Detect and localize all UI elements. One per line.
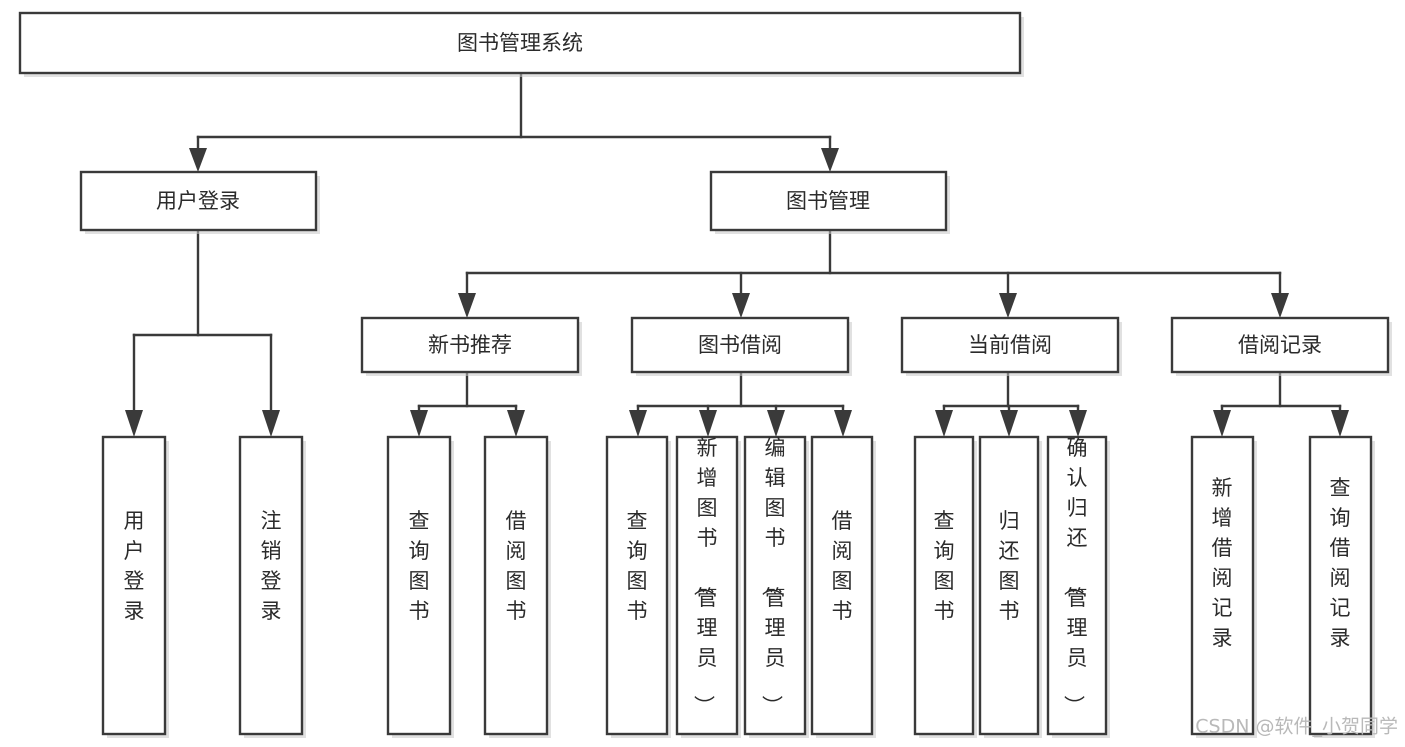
leaf-node-cb-return-book[interactable]: 归还图书 — [978, 435, 1042, 738]
node-current-borrow-label: 当前借阅 — [968, 333, 1052, 357]
node-new-book-rect[interactable] — [360, 316, 580, 374]
node-book-borrow-rect[interactable] — [630, 316, 850, 374]
leaf-bb-add-label: 新增图书（管理员） — [692, 436, 718, 716]
node-user-login-rect[interactable] — [79, 170, 318, 232]
leaf-br-query-label: 查询借阅记录 — [1330, 476, 1351, 650]
node-borrow-record-label: 借阅记录 — [1238, 333, 1322, 357]
leaf-cb-return-label: 归还图书 — [999, 509, 1020, 623]
leaf-bb-edit-rect[interactable] — [743, 435, 807, 736]
node-book-borrow-label: 图书借阅 — [698, 333, 782, 357]
leaf-bb-borrow-label: 借阅图书 — [832, 509, 853, 623]
node-borrow-record-rect[interactable] — [1170, 316, 1390, 374]
leaf-node-user-login[interactable]: 用户登录 — [101, 435, 169, 738]
leaf-node-nb-borrow-book[interactable]: 借阅图书 — [483, 435, 551, 738]
leaf-nb-query-label: 查询图书 — [409, 509, 430, 623]
node-book-manage[interactable]: 图书管理 — [709, 170, 950, 234]
arrow-head-current-borrow — [999, 293, 1017, 318]
leaf-bb-edit-label: 编辑图书（管理员） — [760, 436, 786, 716]
leaf-cb-query-rect[interactable] — [913, 435, 975, 736]
connector-group-current-borrow-children — [935, 372, 1087, 437]
csdn-watermark: CSDN @软件_小贺同学 — [1195, 716, 1398, 738]
arrow-head-bb-leaf-2 — [699, 410, 717, 437]
leaf-nb-query-rect[interactable] — [386, 435, 452, 736]
leaf-bb-borrow-rect[interactable] — [810, 435, 874, 736]
node-user-login[interactable]: 用户登录 — [79, 170, 320, 234]
node-current-borrow-rect[interactable] — [900, 316, 1120, 374]
leaf-nb-borrow-label: 借阅图书 — [506, 509, 527, 623]
leaf-node-nb-query-book[interactable]: 查询图书 — [386, 435, 454, 738]
leaf-cb-confirm-label: 确认归还（管理员） — [1062, 436, 1088, 716]
connector-group-borrow-record-children — [1213, 372, 1349, 437]
leaf-node-br-query-record[interactable]: 查询借阅记录 — [1308, 435, 1375, 738]
leaf-user-login-rect[interactable] — [101, 435, 167, 736]
connector-group-new-book-children — [410, 372, 525, 437]
leaf-cb-query-label: 查询图书 — [934, 509, 955, 623]
leaf-br-query-rect[interactable] — [1308, 435, 1373, 736]
arrow-head-bb-leaf-4 — [834, 410, 852, 437]
arrow-head-nb-leaf-1 — [410, 410, 428, 437]
node-book-manage-label: 图书管理 — [786, 189, 870, 213]
leaf-bb-query-label: 查询图书 — [627, 509, 648, 623]
node-root-rect[interactable] — [18, 11, 1022, 75]
arrow-head-br-leaf-2 — [1331, 410, 1349, 437]
arrow-head-borrow-record — [1271, 293, 1289, 318]
leaf-user-login-label: 用户登录 — [124, 509, 145, 623]
leaf-br-add-rect[interactable] — [1190, 435, 1255, 736]
arrow-head-leaf-logout — [262, 410, 280, 437]
leaf-node-bb-add-book[interactable]: 新增图书（管理员） — [675, 435, 741, 738]
leaf-node-logout[interactable]: 注销登录 — [238, 435, 306, 738]
connector-group-user-login-children — [125, 230, 280, 437]
connector-group-book-borrow-children — [629, 372, 852, 437]
leaf-bb-query-rect[interactable] — [605, 435, 669, 736]
node-book-manage-rect[interactable] — [709, 170, 948, 232]
arrow-head-book-manage — [821, 148, 839, 172]
leaf-node-bb-query-book[interactable]: 查询图书 — [605, 435, 671, 738]
node-user-login-label: 用户登录 — [156, 189, 240, 213]
connector-group-book-manage-children — [458, 230, 1289, 318]
leaf-node-bb-edit-book[interactable]: 编辑图书（管理员） — [743, 435, 809, 738]
leaf-node-cb-confirm-return[interactable]: 确认归还（管理员） — [1046, 435, 1110, 738]
arrow-head-cb-leaf-1 — [935, 410, 953, 437]
leaf-cb-return-rect[interactable] — [978, 435, 1040, 736]
arrow-head-cb-leaf-3 — [1069, 410, 1087, 437]
arrow-head-leaf-user-login — [125, 410, 143, 437]
arrow-head-new-book — [458, 293, 476, 318]
leaf-logout-rect[interactable] — [238, 435, 304, 736]
leaf-bb-add-rect[interactable] — [675, 435, 739, 736]
node-book-borrow[interactable]: 图书借阅 — [630, 316, 852, 376]
arrow-head-user-login — [189, 148, 207, 172]
connector-group-root-to-level2 — [189, 72, 839, 172]
node-current-borrow[interactable]: 当前借阅 — [900, 316, 1122, 376]
arrow-head-br-leaf-1 — [1213, 410, 1231, 437]
leaf-nb-borrow-rect[interactable] — [483, 435, 549, 736]
node-root-system[interactable]: 图书管理系统 — [18, 11, 1024, 77]
leaf-node-br-add-record[interactable]: 新增借阅记录 — [1190, 435, 1257, 738]
arrow-head-bb-leaf-1 — [629, 410, 647, 437]
leaf-br-add-label: 新增借阅记录 — [1212, 476, 1233, 650]
arrow-head-cb-leaf-2 — [1000, 410, 1018, 437]
leaf-node-cb-query-book[interactable]: 查询图书 — [913, 435, 977, 738]
leaf-node-bb-borrow-book[interactable]: 借阅图书 — [810, 435, 876, 738]
node-new-book-recommend[interactable]: 新书推荐 — [360, 316, 582, 376]
node-new-book-label: 新书推荐 — [428, 333, 512, 357]
node-borrow-record[interactable]: 借阅记录 — [1170, 316, 1392, 376]
node-root-label: 图书管理系统 — [457, 31, 583, 55]
arrow-head-nb-leaf-2 — [507, 410, 525, 437]
arrow-head-bb-leaf-3 — [767, 410, 785, 437]
arrow-head-book-borrow — [732, 293, 750, 318]
leaf-cb-confirm-rect[interactable] — [1046, 435, 1108, 736]
leaf-logout-label: 注销登录 — [261, 509, 282, 623]
